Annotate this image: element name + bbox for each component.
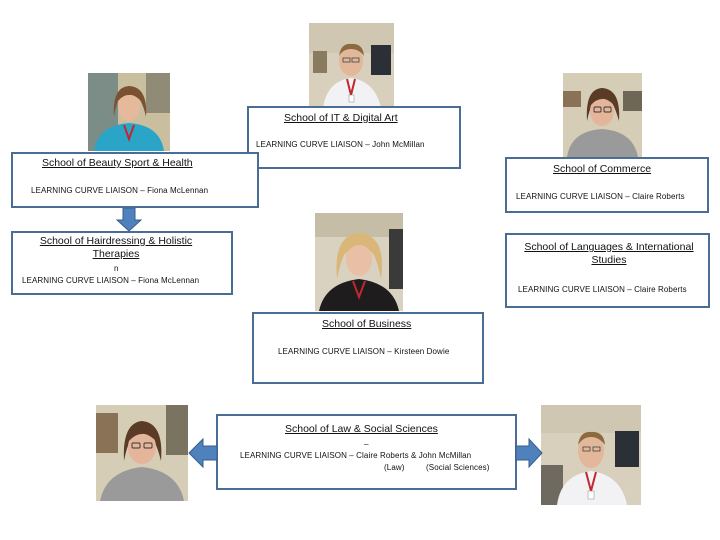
stray-mark-law: _ xyxy=(364,436,369,445)
box-school-beauty-sport-health xyxy=(11,152,259,208)
arrow-down-shape xyxy=(116,208,142,232)
liaison-sub-social-sciences: (Social Sciences) xyxy=(426,463,490,472)
stray-mark-hairdressing: n xyxy=(114,264,119,273)
box-school-languages-international xyxy=(505,233,710,308)
title-school-commerce: School of Commerce xyxy=(553,163,652,175)
photo-kirsteen-dowie xyxy=(315,213,403,311)
photo-john-mcmillan-top xyxy=(309,23,394,108)
liaison-languages-international: LEARNING CURVE LIAISON – Claire Roberts xyxy=(518,285,687,294)
title-school-languages-international: School of Languages & International Stud… xyxy=(524,241,694,266)
title-school-it-digital-art: School of IT & Digital Art xyxy=(284,112,398,124)
liaison-hairdressing-holistic: LEARNING CURVE LIAISON – Fiona McLennan xyxy=(22,276,200,285)
box-school-commerce xyxy=(505,157,709,213)
photo-claire-roberts-bottom xyxy=(96,405,188,501)
title-school-hairdressing-holistic: School of Hairdressing & Holistic Therap… xyxy=(39,235,193,260)
liaison-law-social-sciences: LEARNING CURVE LIAISON – Claire Roberts … xyxy=(240,451,472,460)
photo-john-mcmillan-bottom xyxy=(541,405,641,505)
arrow-right-shape xyxy=(515,437,543,469)
title-school-business: School of Business xyxy=(322,318,412,330)
arrow-left-shape xyxy=(188,437,218,469)
arrow-left-icon xyxy=(188,437,218,469)
box-school-hairdressing-holistic xyxy=(11,231,233,295)
title-school-beauty-sport-health: School of Beauty Sport & Health xyxy=(42,157,193,169)
arrow-right-icon xyxy=(515,437,543,469)
liaison-it-digital-art: LEARNING CURVE LIAISON – John McMillan xyxy=(256,140,425,149)
liaison-sub-law: (Law) xyxy=(384,463,405,472)
liaison-commerce: LEARNING CURVE LIAISON – Claire Roberts xyxy=(516,192,685,201)
photo-claire-roberts-top xyxy=(563,73,642,157)
liaison-business: LEARNING CURVE LIAISON – Kirsteen Dowie xyxy=(278,347,450,356)
arrow-down-icon xyxy=(116,208,142,232)
title-school-law-social-sciences: School of Law & Social Sciences xyxy=(285,423,438,435)
photo-fiona-mclennan xyxy=(88,73,170,151)
box-school-it-digital-art xyxy=(247,106,461,169)
box-school-law-social-sciences xyxy=(216,414,517,490)
liaison-beauty-sport-health: LEARNING CURVE LIAISON – Fiona McLennan xyxy=(31,186,209,195)
box-school-business xyxy=(252,312,484,384)
